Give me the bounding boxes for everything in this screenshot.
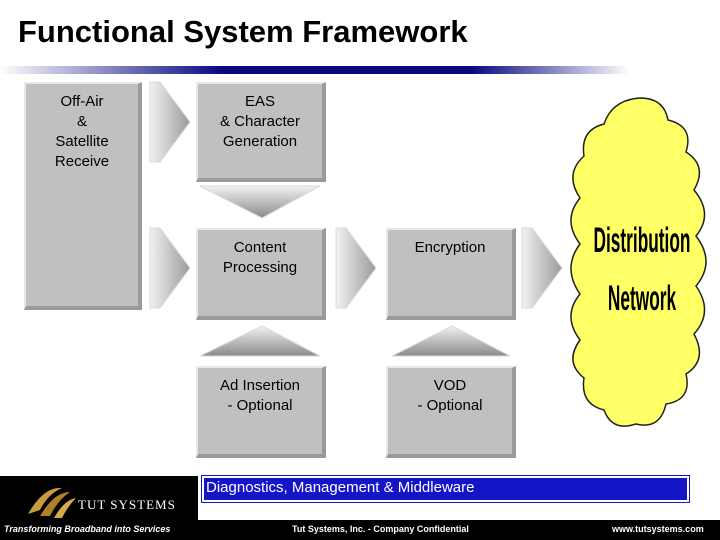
arrow-eas-content bbox=[199, 185, 321, 219]
footer-bar: Transforming Broadband into Services Tut… bbox=[0, 520, 720, 540]
box-eas-label: EAS & Character Generation bbox=[219, 93, 301, 150]
footer-confidential: Tut Systems, Inc. - Company Confidential bbox=[292, 524, 469, 534]
slide-title: Functional System Framework bbox=[18, 14, 468, 49]
cloud-label-2: Network bbox=[608, 278, 677, 317]
box-content: Content Processing bbox=[196, 228, 326, 320]
box-content-label: Content Processing bbox=[222, 239, 298, 276]
box-offair: Off-Air & Satellite Receive bbox=[24, 82, 142, 310]
arrow-content-encryption bbox=[335, 227, 377, 309]
tut-logo-icon bbox=[28, 487, 76, 518]
box-encryption-label: Encryption bbox=[414, 239, 486, 256]
cloud-label-1: Distribution bbox=[594, 220, 691, 259]
box-vod: VOD - Optional bbox=[386, 366, 516, 458]
footer-url: www.tutsystems.com bbox=[612, 524, 704, 534]
arrow-offair-content bbox=[149, 227, 191, 309]
tut-logo-area bbox=[0, 476, 198, 520]
diagnostics-bar: Diagnostics, Management & Middleware bbox=[201, 475, 690, 503]
arrow-vod-encryption bbox=[391, 325, 511, 357]
box-encryption: Encryption bbox=[386, 228, 516, 320]
arrow-encryption-network bbox=[521, 227, 563, 309]
title-rule bbox=[0, 66, 630, 74]
arrow-ad-content bbox=[199, 325, 321, 357]
box-offair-label: Off-Air & Satellite Receive bbox=[54, 93, 110, 170]
box-eas: EAS & Character Generation bbox=[196, 82, 326, 182]
box-ad-insertion: Ad Insertion - Optional bbox=[196, 366, 326, 458]
logo-text: Tut Systems bbox=[78, 497, 176, 512]
box-vod-label: VOD - Optional bbox=[417, 377, 483, 414]
footer-tagline: Transforming Broadband into Services bbox=[4, 524, 171, 534]
box-ad-label: Ad Insertion - Optional bbox=[219, 377, 301, 414]
arrow-offair-eas bbox=[149, 81, 191, 163]
distribution-cloud bbox=[570, 97, 707, 427]
